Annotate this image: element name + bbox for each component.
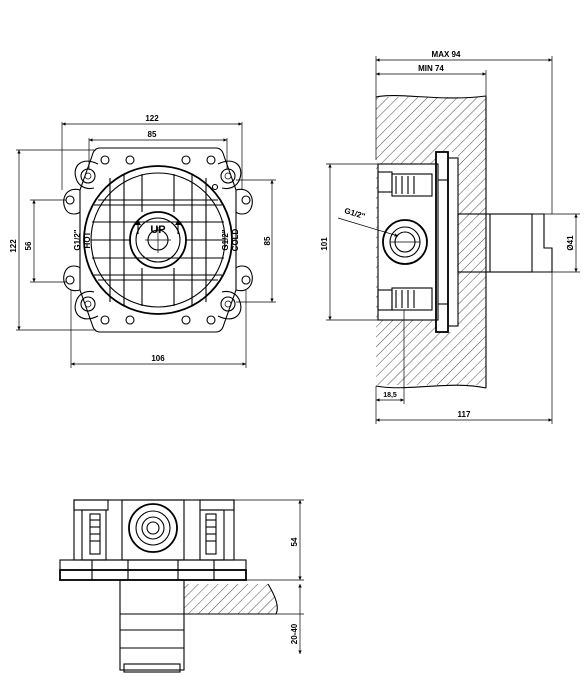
top-dimensions — [234, 499, 304, 654]
body-ring-outer — [83, 165, 233, 315]
side-view: MAX 94 MIN 74 101 G1/2" Ø41 18,5 117 — [320, 50, 580, 424]
mounting-plate — [79, 147, 237, 333]
valve-body-side — [377, 151, 459, 333]
dim-wall: 20-40 — [290, 623, 299, 644]
dim-body: 54 — [290, 537, 299, 546]
central-hub-outer — [129, 211, 187, 269]
dim-bottom: 106 — [151, 354, 165, 363]
up-marking: UP — [135, 220, 181, 236]
hot-thread: G1/2" — [73, 229, 82, 250]
dim-height-inner: 56 — [24, 241, 33, 250]
top-view: 54 20-40 — [59, 499, 304, 673]
wall-section-top — [184, 584, 278, 614]
hot-label: HOT — [83, 231, 92, 248]
dim-thread: G1/2" — [343, 206, 366, 221]
dim-max: MAX 94 — [432, 50, 461, 59]
dim-right: 85 — [263, 236, 272, 245]
cold-thread: G1/2" — [221, 229, 230, 250]
dim-width-outer: 122 — [145, 114, 159, 123]
dim-offset: 18,5 — [383, 392, 397, 399]
screw-holes — [65, 155, 251, 325]
front-view: UP G1/2" HOT G1/2" COLD — [9, 114, 276, 368]
dim-total: 117 — [458, 410, 471, 419]
dim-height-outer: 122 — [9, 239, 18, 253]
flange-top — [59, 559, 247, 581]
hot-marking: G1/2" HOT — [73, 229, 92, 250]
side-dimensions — [326, 56, 580, 424]
up-label: UP — [150, 224, 165, 236]
cartridge-top — [119, 579, 185, 673]
dim-min: MIN 74 — [418, 64, 444, 73]
central-hub-inner — [135, 217, 181, 263]
rib-grid — [91, 174, 225, 306]
cold-label: COLD — [231, 228, 240, 251]
front-dimensions — [16, 122, 276, 368]
dim-height: 101 — [320, 237, 329, 251]
dim-width-inner: 85 — [148, 130, 157, 139]
valve-body-top — [73, 499, 235, 561]
cold-marking: G1/2" COLD — [221, 228, 240, 251]
dim-diameter: Ø41 — [566, 235, 575, 251]
